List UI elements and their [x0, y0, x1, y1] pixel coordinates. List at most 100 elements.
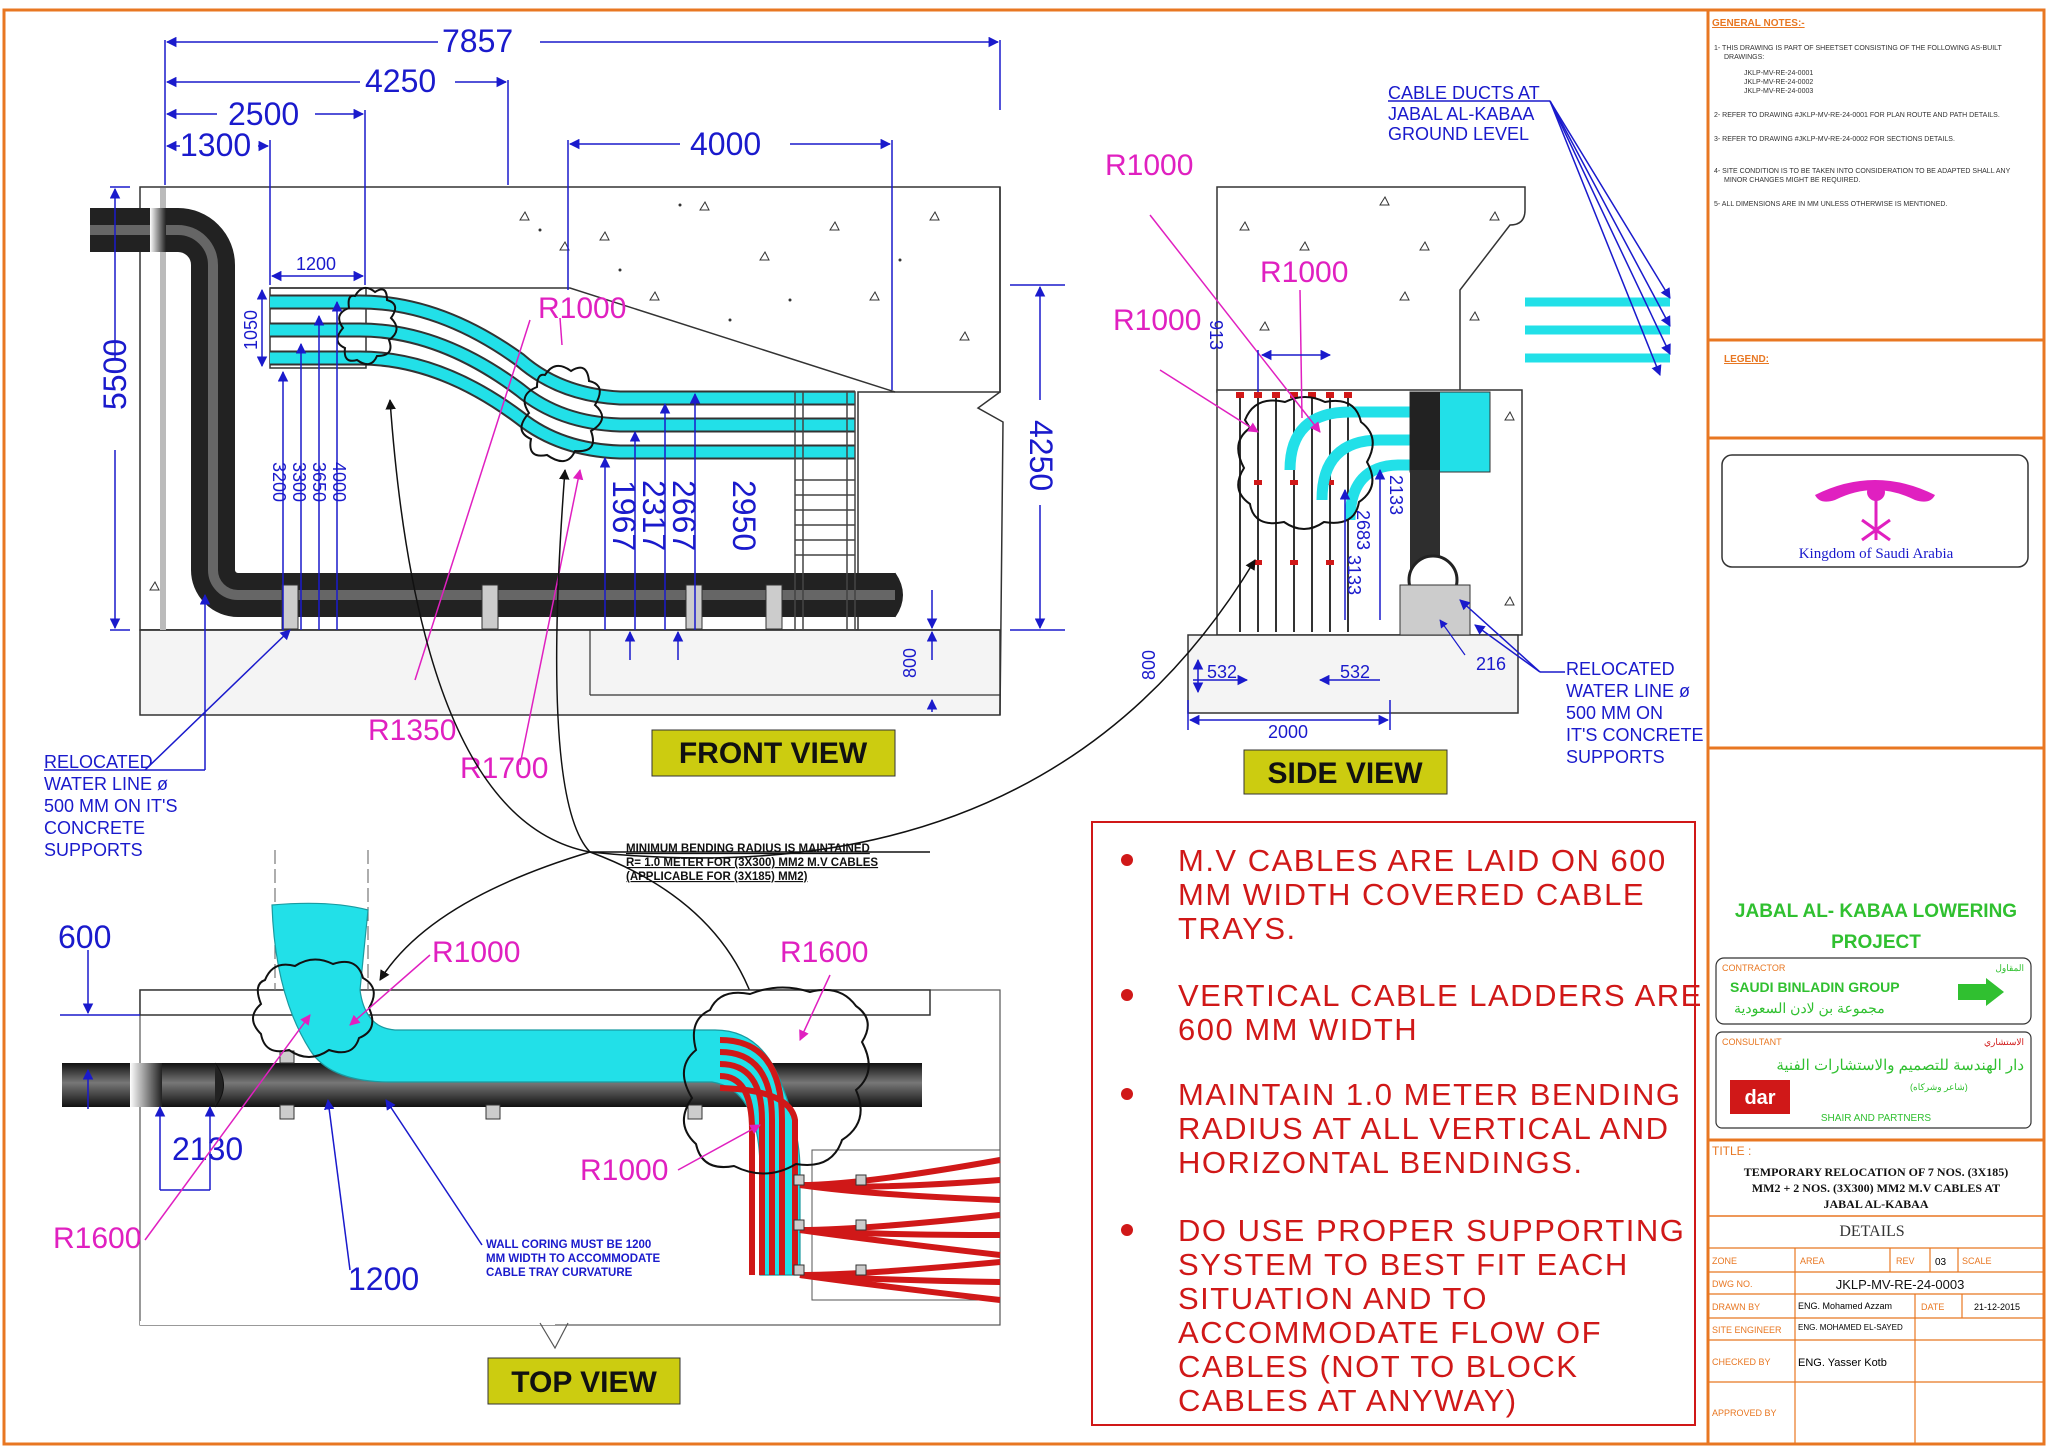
svg-text:JKLP-MV-RE-24-0003: JKLP-MV-RE-24-0003 [1744, 88, 1813, 95]
rev-value: 03 [1935, 1257, 1947, 1268]
radius-r1350: R1350 [368, 714, 456, 747]
bending-note: MINIMUM BENDING RADIUS IS MAINTAINED R= … [626, 843, 878, 883]
svg-text:CABLE TRAY CURVATURE: CABLE TRAY CURVATURE [486, 1267, 633, 1279]
dim-1300: 1300 [180, 127, 251, 163]
svg-text:SUPPORTS: SUPPORTS [1566, 747, 1665, 767]
svg-text:MINIMUM BENDING RADIUS IS MAIN: MINIMUM BENDING RADIUS IS MAINTAINED [626, 843, 870, 855]
title-line-3: JABAL AL-KABAA [1823, 1197, 1928, 1211]
note-4-line-1: DO USE PROPER SUPPORTING [1178, 1213, 1685, 1248]
note-1-line-3: TRAYS. [1178, 911, 1297, 946]
svg-text:500 MM ON: 500 MM ON [1566, 703, 1663, 723]
note-4-line-5: CABLES (NOT TO BLOCK [1178, 1349, 1578, 1384]
contractor-label: CONTRACTOR [1722, 963, 1786, 973]
drawn-label: DRAWN BY [1712, 1302, 1760, 1312]
consultant-label: CONSULTANT [1722, 1037, 1782, 1047]
svg-text:(APPLICABLE FOR (3X185) MM2): (APPLICABLE FOR (3X185) MM2) [626, 871, 808, 883]
svg-text:IT'S CONCRETE: IT'S CONCRETE [1566, 725, 1703, 745]
consultant-sub-ar: (شاعر وشركاه) [1910, 1082, 1968, 1093]
top-view-title: TOP VIEW [511, 1366, 657, 1399]
zone-label: ZONE [1712, 1256, 1737, 1266]
front-view-title: FRONT VIEW [679, 737, 868, 770]
svg-text:5- ALL DIMENSIONS ARE IN MM UN: 5- ALL DIMENSIONS ARE IN MM UNLESS OTHER… [1714, 201, 1947, 208]
dim-3200: 3200 [269, 462, 289, 502]
side-view-title-bg [1243, 749, 1448, 795]
svg-text:3- REFER TO DRAWING #JKLP-MV-R: 3- REFER TO DRAWING #JKLP-MV-RE-24-0002 … [1714, 136, 1955, 143]
note-4-line-2: SYSTEM TO BEST FIT EACH [1178, 1247, 1629, 1282]
svg-text:WATER LINE ø: WATER LINE ø [44, 774, 168, 794]
bending-leaders [379, 398, 1256, 1006]
dim-3650: 3650 [309, 462, 329, 502]
title-label: TITLE : [1712, 1144, 1751, 1158]
svg-text:MINOR CHANGES MIGHT BE REQUIRE: MINOR CHANGES MIGHT BE REQUIRED. [1724, 177, 1860, 184]
svg-text:CONCRETE: CONCRETE [44, 818, 145, 838]
note-2-line-1: VERTICAL CABLE LADDERS ARE [1178, 978, 1703, 1013]
title-line-1: TEMPORARY RELOCATION OF 7 NOS. (3X185) [1744, 1165, 2008, 1179]
svg-text:DRAWINGS:: DRAWINGS: [1724, 54, 1764, 61]
top-radius-r1000-b: R1000 [580, 1154, 668, 1187]
svg-text:RELOCATED: RELOCATED [44, 752, 153, 772]
drawn-value: ENG. Mohamed Azzam [1798, 1301, 1892, 1311]
dim-2500: 2500 [228, 96, 299, 132]
svg-text:RELOCATED: RELOCATED [1566, 659, 1675, 679]
contractor-logo-icon [1958, 978, 2004, 1006]
client-emblem-icon [1815, 480, 1935, 542]
top-view: 600 2130 1200 R1000 R1600 R1000 R1600 WA… [53, 850, 1001, 1405]
radius-r1000-front: R1000 [538, 292, 626, 325]
general-notes-title: GENERAL NOTES:- [1712, 18, 1805, 29]
top-dim-2130: 2130 [172, 1131, 243, 1167]
side-dim-216: 216 [1476, 654, 1506, 674]
area-label: AREA [1800, 1256, 1825, 1266]
consultant-name-ar: دار الهندسة للتصميم والاستشارات الفنية [1776, 1057, 2024, 1074]
title-line-2: MM2 + 2 NOS. (3X300) MM2 M.V CABLES AT [1752, 1181, 2000, 1195]
rev-label: REV [1896, 1256, 1915, 1266]
note-bullet-2 [1121, 989, 1133, 1001]
site-value: ENG. MOHAMED EL-SAYED [1798, 1323, 1903, 1332]
note-bullet-3 [1121, 1088, 1133, 1100]
top-radius-r1000-a: R1000 [432, 936, 520, 969]
title-block: GENERAL NOTES:- 1- THIS DRAWING IS PART … [1706, 8, 2046, 1446]
note-bullet-1 [1121, 854, 1133, 866]
checked-value: ENG. Yasser Kotb [1798, 1357, 1887, 1369]
general-notes: 1- THIS DRAWING IS PART OF SHEETSET CONS… [1714, 45, 2011, 208]
svg-text:JABAL AL-KABAA: JABAL AL-KABAA [1388, 104, 1534, 124]
dim-3300: 3300 [289, 462, 309, 502]
dim-4250-right: 4250 [1023, 420, 1059, 491]
side-water-line-label: RELOCATED WATER LINE ø 500 MM ON IT'S CO… [1566, 659, 1703, 767]
side-dim-913: 913 [1206, 320, 1226, 350]
side-radius-r1000-a: R1000 [1105, 149, 1193, 182]
note-3-line-2: RADIUS AT ALL VERTICAL AND [1178, 1111, 1670, 1146]
front-water-line-label: RELOCATED WATER LINE ø 500 MM ON IT'S CO… [44, 752, 177, 860]
side-view: R1000 R1000 R1000 913 2133 2683 3133 532… [1105, 83, 1703, 795]
dim-800: 800 [900, 648, 920, 678]
top-dim-1200: 1200 [348, 1261, 419, 1297]
client-name: Kingdom of Saudi Arabia [1799, 546, 1954, 562]
top-dim-600: 600 [58, 919, 111, 955]
dim-7857: 7857 [442, 23, 513, 59]
svg-text:4- SITE CONDITION IS TO BE TAK: 4- SITE CONDITION IS TO BE TAKEN INTO CO… [1714, 168, 2011, 175]
date-label: DATE [1921, 1302, 1944, 1312]
dim-4000-h: 4000 [329, 462, 349, 502]
consultant-label-ar: الاستشاري [1984, 1037, 2024, 1048]
svg-text:R= 1.0 METER FOR (3X300) MM2 M: R= 1.0 METER FOR (3X300) MM2 M.V CABLES [626, 857, 878, 869]
consultant-logo-icon [1730, 1080, 1790, 1114]
side-dim-2133: 2133 [1386, 475, 1406, 515]
note-1-line-1: M.V CABLES ARE LAID ON 600 [1178, 843, 1667, 878]
dim-2667: 2667 [666, 480, 702, 551]
dim-4000: 4000 [690, 126, 761, 162]
note-3-line-3: HORIZONTAL BENDINGS. [1178, 1145, 1583, 1180]
notes-box: M.V CABLES ARE LAID ON 600 MM WIDTH COVE… [1091, 821, 1703, 1426]
side-radius-r1000-c: R1000 [1113, 304, 1201, 337]
dim-5500: 5500 [97, 339, 133, 410]
dwg-label: DWG NO. [1712, 1279, 1753, 1289]
project-line-2: PROJECT [1831, 932, 1921, 953]
side-dim-800: 800 [1139, 650, 1159, 680]
svg-text:SUPPORTS: SUPPORTS [44, 840, 143, 860]
side-view-title: SIDE VIEW [1267, 757, 1423, 790]
consultant-logo-text: dar [1744, 1087, 1775, 1109]
project-line-1: JABAL AL- KABAA LOWERING [1735, 901, 2017, 922]
front-view-title-bg [651, 729, 896, 777]
svg-text:CABLE DUCTS AT: CABLE DUCTS AT [1388, 83, 1540, 103]
dim-1200: 1200 [296, 254, 336, 274]
side-dim-2683: 2683 [1353, 510, 1373, 550]
